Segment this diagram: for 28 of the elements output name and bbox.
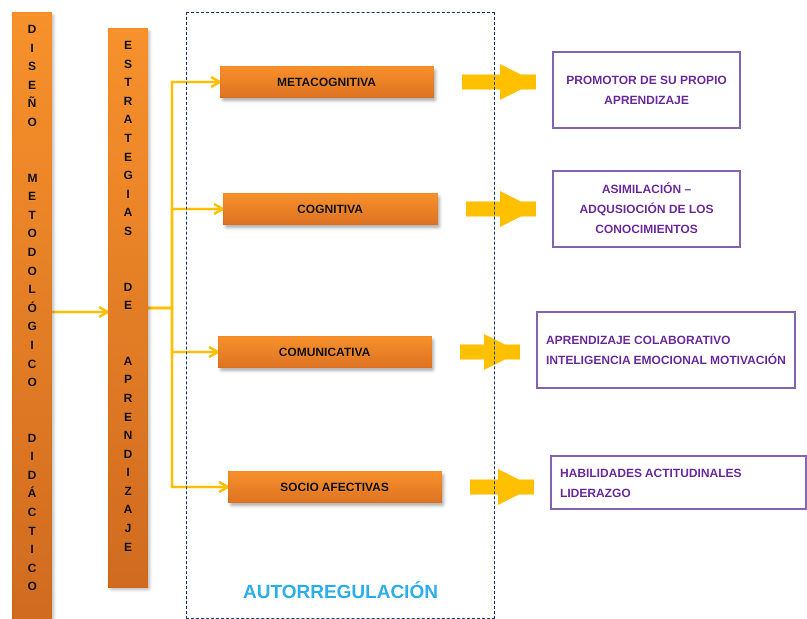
block-arrow bbox=[460, 334, 520, 370]
category-box bbox=[222, 192, 438, 224]
category-box bbox=[228, 470, 442, 502]
vertical-label: DISEÑO METODOLÓGICO DIDÁCTICO bbox=[28, 21, 36, 596]
outcome-text: ASIMILACIÓN – ADQUSIOCIÓN DE LOS CONOCIMIENTOS bbox=[578, 181, 714, 238]
category-label: COMUNICATIVA bbox=[278, 344, 370, 358]
category-label: COGNITIVA bbox=[297, 202, 363, 216]
category-label: SOCIO AFECTIVAS bbox=[280, 480, 389, 494]
arrow bbox=[52, 306, 110, 318]
arrow bbox=[148, 306, 230, 494]
vertical-label: ESTRATEGIAS DE APRENDIZAJE bbox=[124, 37, 132, 556]
outcome-text: APRENDIZAJE COLABORATIVO INTELIGENCIA EMOCIONAL MOTIVACIÓN bbox=[546, 332, 786, 369]
vertical-bar bbox=[12, 12, 52, 619]
outcome-text: PROMOTOR DE SU PROPIO APRENDIZAJE bbox=[565, 72, 728, 109]
category-label: METACOGNITIVA bbox=[277, 74, 376, 88]
category-box bbox=[220, 66, 434, 98]
outcome-box bbox=[550, 455, 807, 510]
outcome-box bbox=[536, 311, 796, 389]
outcome-box bbox=[552, 51, 741, 129]
block-arrow bbox=[466, 191, 536, 227]
category-box bbox=[218, 336, 432, 368]
outcome-text: HABILIDADES ACTITUDINALES LIDERAZGO bbox=[560, 464, 743, 502]
block-arrow bbox=[462, 64, 536, 100]
vertical-bar bbox=[108, 28, 148, 588]
block-arrow bbox=[470, 469, 534, 505]
dashed-group-frame bbox=[186, 12, 495, 619]
group-heading: AUTORREGULACIÓN bbox=[242, 582, 439, 604]
outcome-box bbox=[552, 170, 741, 248]
